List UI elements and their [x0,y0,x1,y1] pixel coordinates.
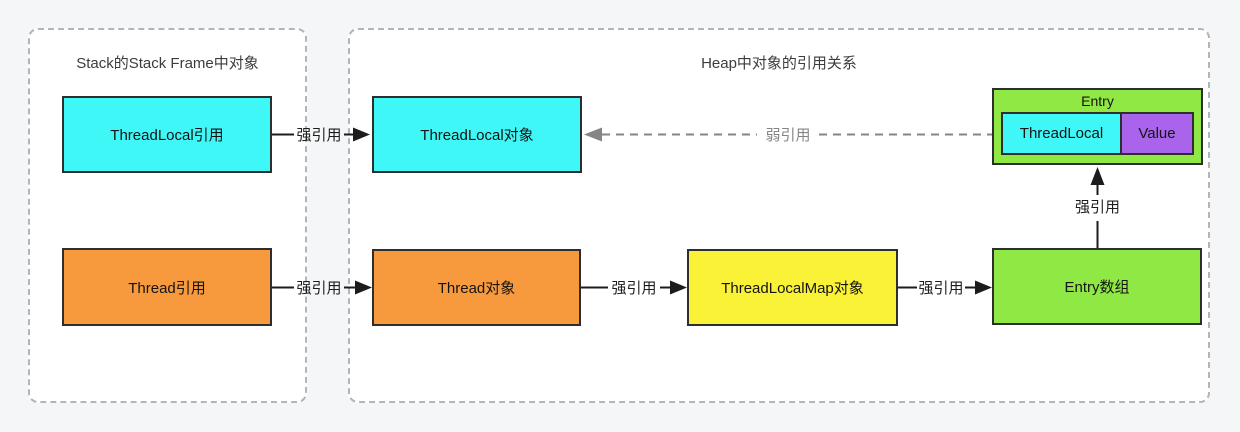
node-thread-obj-label: Thread对象 [437,280,516,297]
heap-panel: Heap中对象的引用关系 [348,28,1210,403]
node-thread-ref: Thread引用 [62,248,272,326]
entry-row: ThreadLocal Value [1001,112,1194,155]
entry-group-title: Entry [1081,93,1114,109]
node-threadlocal-obj-label: ThreadLocal对象 [420,127,534,144]
node-threadlocal-ref-label: ThreadLocal引用 [110,127,224,144]
entry-value-cell: Value [1120,112,1194,155]
stack-panel-title: Stack的Stack Frame中对象 [76,55,259,72]
node-entry-array: Entry数组 [992,248,1202,325]
node-threadlocal-ref: ThreadLocal引用 [62,96,272,173]
node-entry-group: Entry ThreadLocal Value [992,88,1203,165]
node-threadlocal-obj: ThreadLocal对象 [372,96,582,173]
node-threadlocalmap-obj-label: ThreadLocalMap对象 [721,280,864,297]
stack-panel: Stack的Stack Frame中对象 [28,28,307,403]
entry-key-cell: ThreadLocal [1001,112,1122,155]
heap-panel-title: Heap中对象的引用关系 [701,55,857,72]
node-entry-array-label: Entry数组 [1064,279,1130,296]
node-threadlocalmap-obj: ThreadLocalMap对象 [687,249,898,326]
node-thread-obj: Thread对象 [372,249,581,326]
entry-value-label: Value [1138,125,1176,142]
node-thread-ref-label: Thread引用 [128,279,206,297]
entry-key-label: ThreadLocal [1019,125,1104,142]
